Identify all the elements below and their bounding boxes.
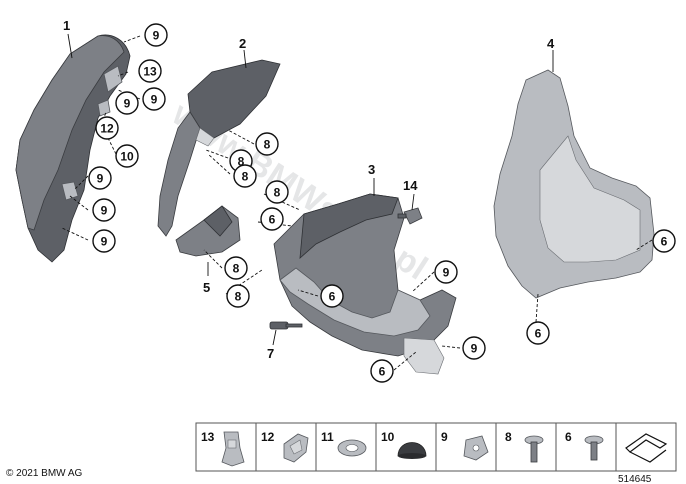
svg-text:8: 8	[238, 155, 245, 169]
spring-clip-icon	[283, 433, 309, 463]
rubber-cap-icon	[397, 442, 427, 459]
svg-text:9: 9	[443, 266, 450, 280]
legend-label-8: 8	[505, 430, 512, 444]
circle-callout-9: 9	[144, 23, 168, 47]
circle-callout-10: 10	[115, 144, 139, 168]
speed-nut-icon	[463, 435, 489, 461]
part-2-upper-trim[interactable]	[157, 59, 281, 237]
svg-text:9: 9	[124, 97, 131, 111]
circle-callout-8: 8	[224, 256, 248, 280]
circle-callout-9: 9	[92, 198, 116, 222]
svg-text:9: 9	[97, 172, 104, 186]
legend-label-12: 12	[261, 430, 275, 444]
circle-callout-9: 9	[92, 229, 116, 253]
svg-text:6: 6	[269, 213, 276, 227]
svg-text:6: 6	[535, 327, 542, 341]
svg-text:8: 8	[274, 186, 281, 200]
callout-1: 1	[63, 18, 70, 33]
circle-callout-9: 9	[115, 91, 139, 115]
svg-text:9: 9	[151, 93, 158, 107]
part-5-lower-trim[interactable]	[175, 205, 241, 257]
circle-callout-12: 12	[95, 116, 119, 140]
svg-text:8: 8	[264, 138, 271, 152]
callout-5: 5	[203, 280, 210, 295]
screw-icon	[524, 435, 544, 463]
circle-callout-6: 6	[260, 207, 284, 231]
svg-text:10: 10	[120, 150, 134, 164]
circle-callout-6: 6	[652, 229, 676, 253]
arrow-icon	[625, 433, 668, 463]
legend-cell-arrow[interactable]	[615, 422, 677, 472]
svg-text:9: 9	[101, 204, 108, 218]
svg-text:12: 12	[100, 122, 114, 136]
callout-7: 7	[267, 346, 274, 361]
circle-callout-6: 6	[370, 359, 394, 383]
fastener-legend: 13 12 11 10 9 8 6	[195, 422, 677, 472]
copyright-text: © 2021 BMW AG	[6, 468, 83, 479]
diagram-number: 514645	[618, 474, 652, 484]
legend-label-9: 9	[441, 430, 448, 444]
svg-text:8: 8	[233, 262, 240, 276]
svg-text:6: 6	[329, 290, 336, 304]
legend-label-6: 6	[565, 430, 572, 444]
callout-2: 2	[239, 36, 246, 51]
part-3-center-bracket[interactable]	[273, 193, 457, 375]
svg-text:8: 8	[235, 290, 242, 304]
callout-4: 4	[547, 36, 555, 51]
washer-icon	[337, 439, 367, 457]
svg-text:9: 9	[153, 29, 160, 43]
part-7-bolt[interactable]	[269, 321, 303, 330]
legend-label-13: 13	[201, 430, 215, 444]
clip-icon	[221, 431, 245, 467]
circle-callout-8: 8	[255, 132, 279, 156]
part-4-right-panel[interactable]	[493, 69, 655, 299]
circle-callout-9: 9	[434, 260, 458, 284]
legend-label-11: 11	[321, 430, 334, 444]
part-1-side-panel[interactable]	[15, 34, 131, 263]
svg-text:6: 6	[661, 235, 668, 249]
legend-label-10: 10	[381, 430, 395, 444]
svg-text:9: 9	[101, 235, 108, 249]
svg-text:13: 13	[143, 65, 157, 79]
circle-callout-6: 6	[526, 321, 550, 345]
svg-text:8: 8	[242, 170, 249, 184]
circle-callout-8: 8	[226, 284, 250, 308]
svg-text:6: 6	[379, 365, 386, 379]
circle-callout-9: 9	[462, 336, 486, 360]
circle-callout-6: 6	[320, 284, 344, 308]
circle-callout-9: 9	[142, 87, 166, 111]
screw-icon	[584, 435, 604, 461]
circle-callout-9: 9	[88, 166, 112, 190]
circled-callouts: 9 13 9 9 12 10 9 9 9 8 8 8 8 6 8 8 6 9 6…	[88, 23, 676, 383]
part-14-screw[interactable]	[397, 207, 423, 225]
callout-3: 3	[368, 162, 375, 177]
legend-cell-6[interactable]	[555, 422, 617, 472]
circle-callout-8: 8	[233, 164, 257, 188]
circle-callout-13: 13	[138, 59, 162, 83]
callout-14: 14	[403, 178, 418, 193]
svg-text:9: 9	[471, 342, 478, 356]
circle-callout-8: 8	[265, 180, 289, 204]
